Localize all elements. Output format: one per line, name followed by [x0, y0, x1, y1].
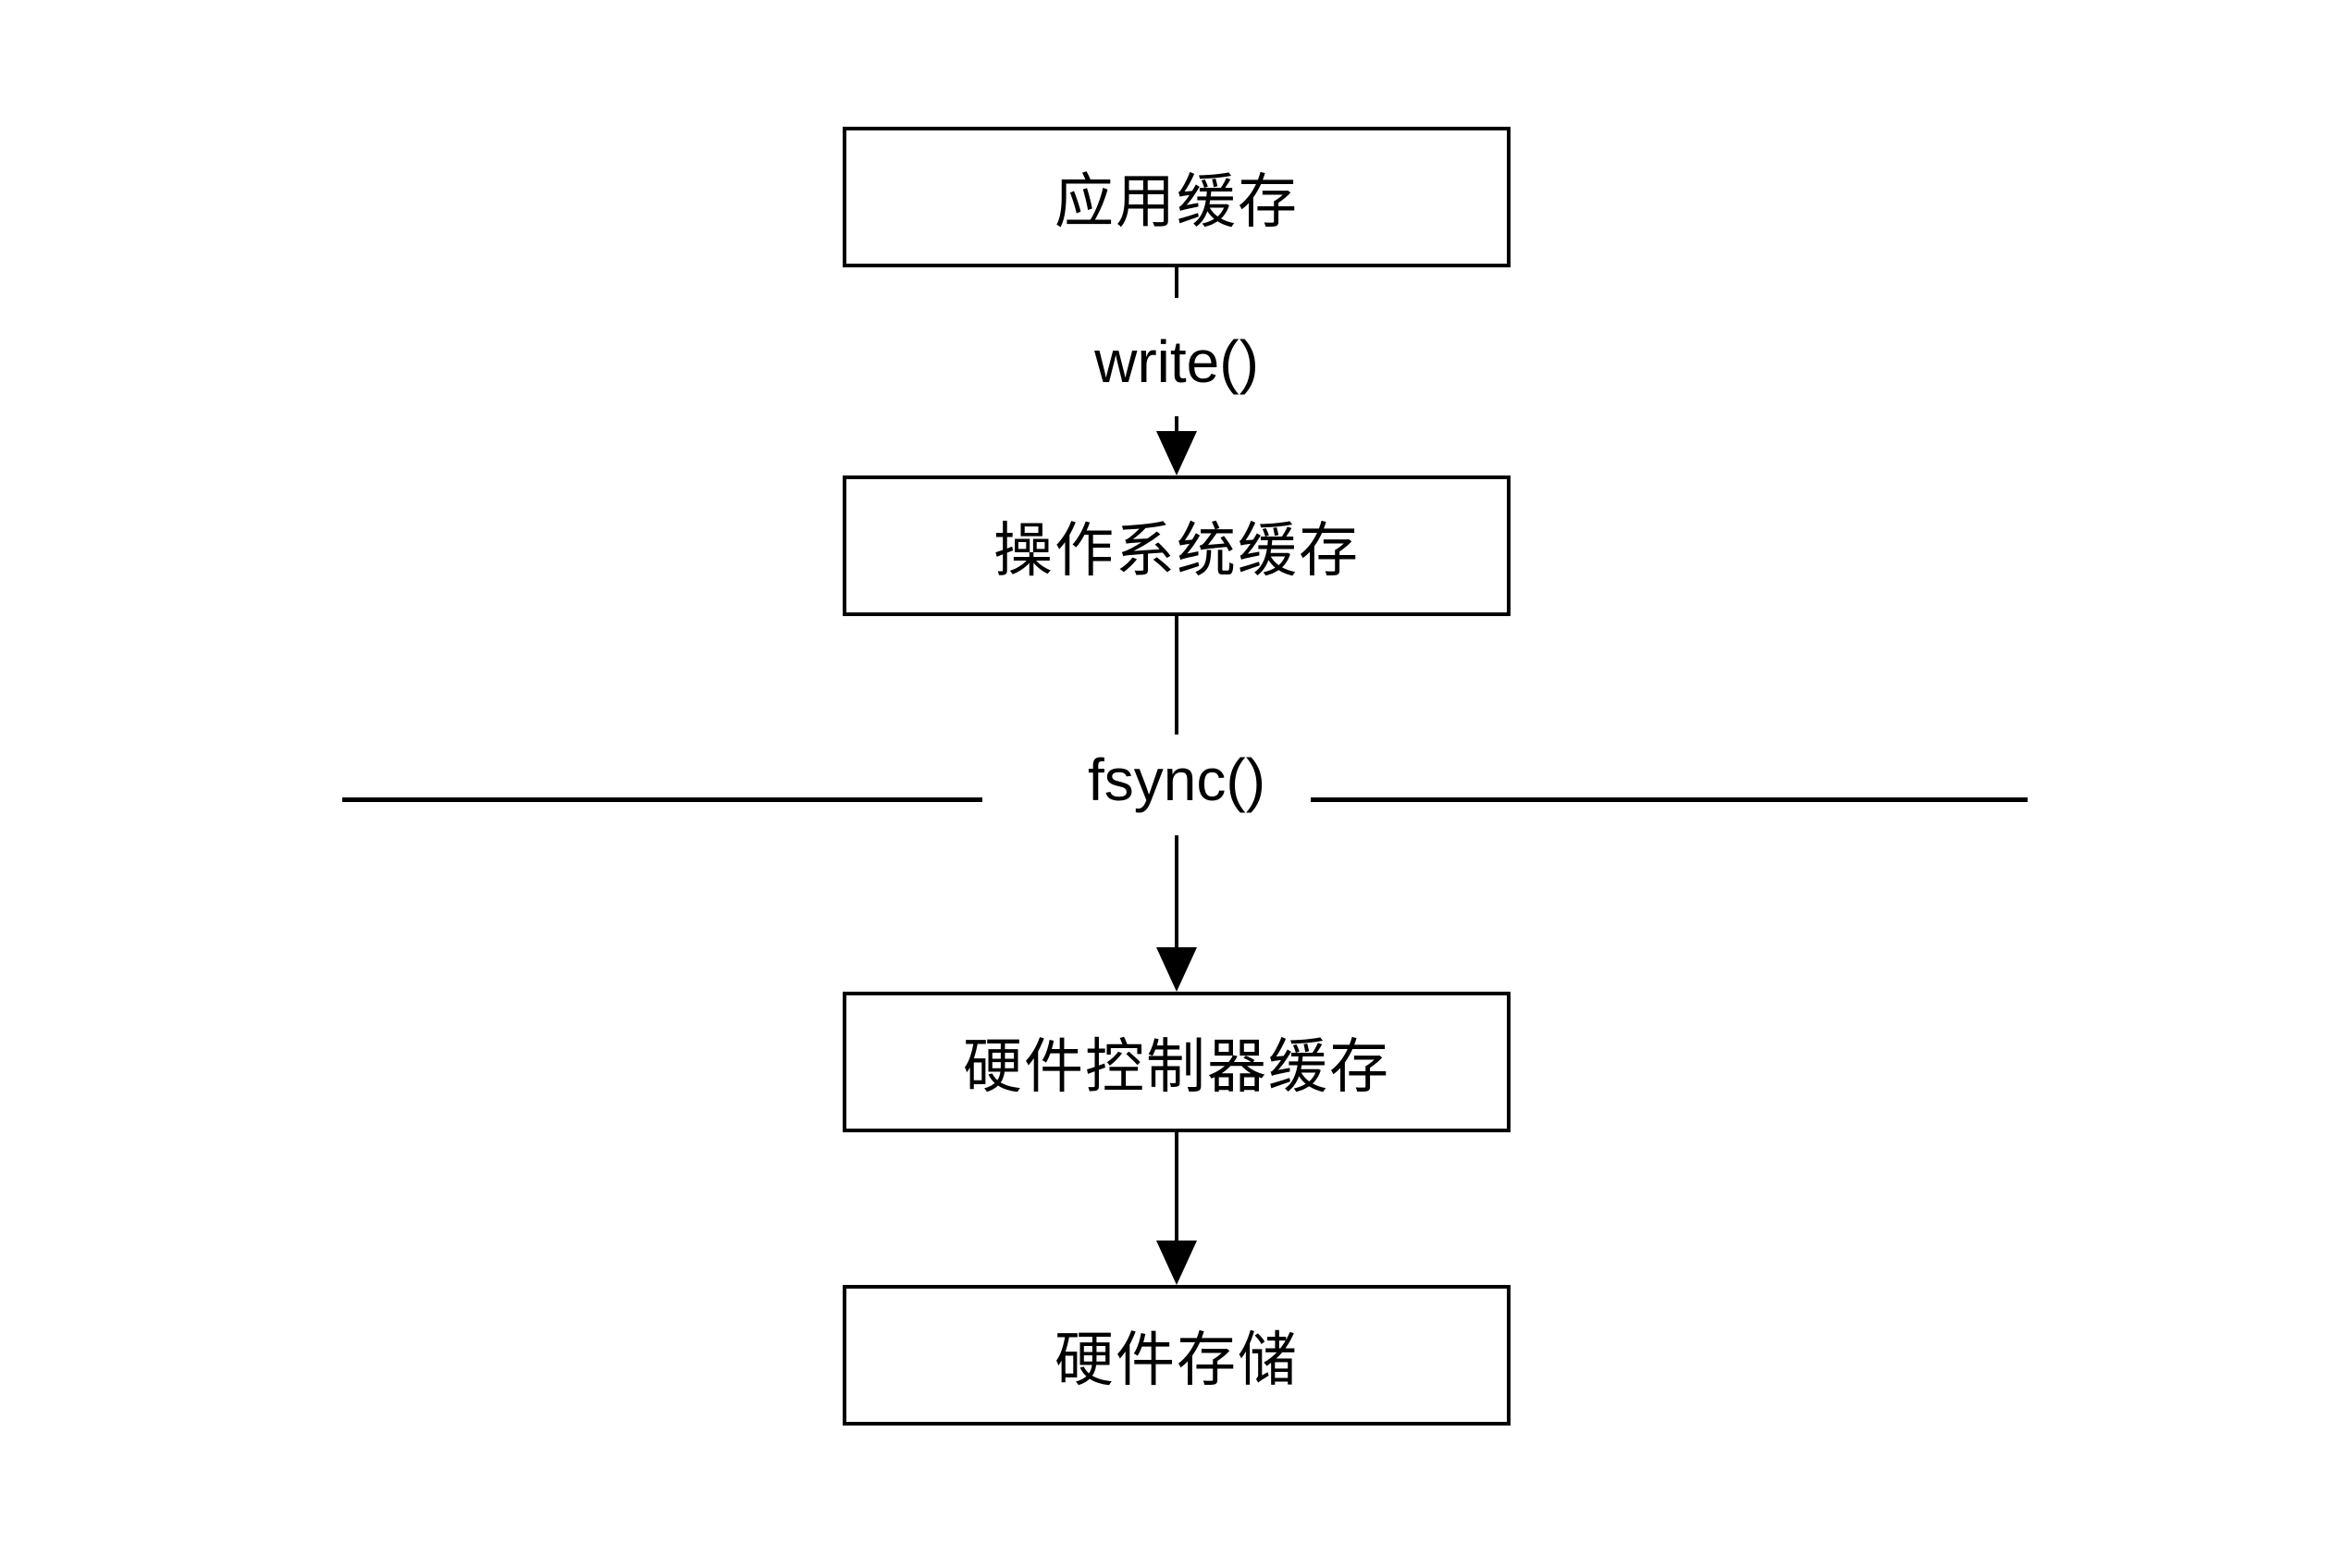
- arrow-down-icon: [1156, 1241, 1197, 1285]
- box-application-cache-label: 应用缓存: [1054, 168, 1299, 235]
- fsync-divider-line-left: [342, 797, 1041, 802]
- box-os-cache: 操作系统缓存: [843, 475, 1511, 616]
- connector-line: [1175, 416, 1178, 433]
- connector-line: [1175, 1132, 1178, 1241]
- box-hw-controller-cache: 硬件控制器缓存: [843, 992, 1511, 1132]
- arrow-down-icon: [1156, 947, 1197, 992]
- connector-line: [1175, 267, 1178, 298]
- box-hw-storage: 硬件存储: [843, 1285, 1511, 1426]
- box-application-cache: 应用缓存: [843, 127, 1511, 267]
- fsync-edge-label: fsync(): [982, 740, 1371, 820]
- write-edge-label: write(): [982, 322, 1371, 401]
- box-os-cache-label: 操作系统缓存: [993, 517, 1360, 584]
- connector-line: [1175, 835, 1178, 948]
- arrow-down-icon: [1156, 431, 1197, 475]
- box-hw-controller-cache-label: 硬件控制器缓存: [963, 1033, 1390, 1100]
- fsync-divider-line-right: [1311, 797, 2028, 802]
- connector-line: [1175, 616, 1178, 735]
- box-hw-storage-label: 硬件存储: [1054, 1327, 1299, 1393]
